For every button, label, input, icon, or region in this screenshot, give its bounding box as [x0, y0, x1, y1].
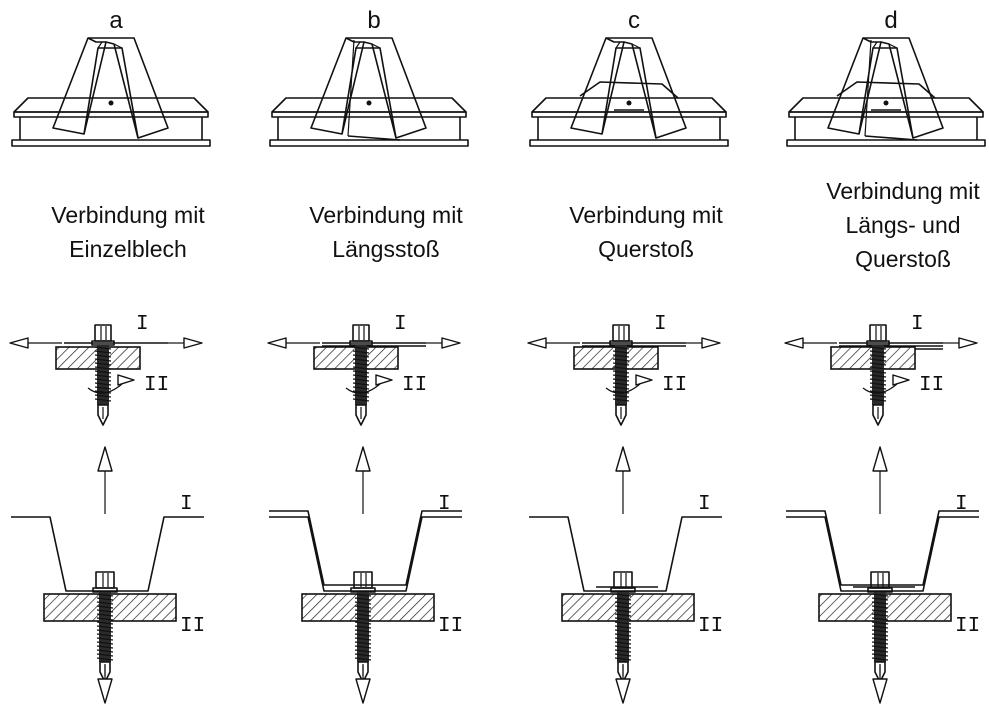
arrow-up-icon: [97, 446, 113, 472]
arrow-right-icon: [958, 337, 978, 349]
arrow-up-icon: [355, 446, 371, 472]
cross-section: III: [529, 446, 723, 704]
label-sheet-small: I: [911, 313, 924, 336]
arrow-up-icon: [872, 446, 888, 472]
caption-line: Einzelblech: [69, 236, 187, 262]
label-support-small: II: [402, 374, 427, 397]
screw-icon: [350, 571, 376, 683]
screw-icon: [610, 571, 636, 683]
arrow-down-icon: [872, 678, 888, 704]
arrow-down-icon: [97, 678, 113, 704]
rotation-arrow-icon: [635, 374, 653, 386]
caption-line: Querstoß: [855, 246, 951, 272]
connection-detail: III: [9, 313, 203, 426]
screw-icon: [92, 571, 118, 683]
connection-detail: III: [527, 313, 721, 426]
caption-line: Längs- und: [845, 212, 960, 238]
label-sheet-small: I: [136, 313, 149, 336]
arrow-down-icon: [615, 678, 631, 704]
fastener-mark-icon: [626, 100, 632, 106]
screw-icon: [866, 324, 890, 426]
screw-icon: [609, 324, 633, 426]
fastener-mark-icon: [108, 100, 114, 106]
label-support: II: [698, 615, 723, 638]
caption-line: Verbindung mit: [309, 202, 463, 228]
caption-line: Längsstoß: [332, 236, 439, 262]
label-sheet: I: [955, 493, 968, 516]
caption-line: Verbindung mit: [51, 202, 205, 228]
profile-sketch: [269, 37, 469, 147]
screw-icon: [349, 324, 373, 426]
screw-icon: [91, 324, 115, 426]
fastener-mark-icon: [366, 100, 372, 106]
caption-line: Verbindung mit: [569, 202, 723, 228]
arrow-left-icon: [784, 337, 804, 349]
arrow-left-icon: [267, 337, 287, 349]
caption-line: Verbindung mit: [826, 178, 980, 204]
label-sheet-small: I: [654, 313, 667, 336]
cross-section: III: [11, 446, 205, 704]
column-letter: d: [884, 7, 897, 34]
label-support: II: [438, 615, 463, 638]
connection-detail: III: [784, 313, 978, 426]
label-support: II: [180, 615, 205, 638]
arrow-left-icon: [9, 337, 29, 349]
connection-detail: III: [267, 313, 461, 426]
arrow-right-icon: [701, 337, 721, 349]
column-letter: c: [628, 7, 640, 34]
label-sheet-small: I: [394, 313, 407, 336]
rotation-arrow-icon: [117, 374, 135, 386]
column-letter: b: [367, 7, 380, 34]
label-sheet: I: [698, 493, 711, 516]
label-sheet: I: [180, 493, 193, 516]
profile-sketch: [786, 37, 986, 147]
label-support-small: II: [662, 374, 687, 397]
arrow-left-icon: [527, 337, 547, 349]
arrow-down-icon: [355, 678, 371, 704]
label-sheet: I: [438, 493, 451, 516]
cross-section: III: [269, 446, 463, 704]
rotation-arrow-icon: [375, 374, 393, 386]
rotation-arrow-icon: [892, 374, 910, 386]
label-support-small: II: [144, 374, 169, 397]
profile-sketch: [529, 37, 729, 147]
label-support: II: [955, 615, 980, 638]
fastener-mark-icon: [883, 100, 889, 106]
caption-line: Querstoß: [598, 236, 694, 262]
label-support-small: II: [919, 374, 944, 397]
arrow-right-icon: [441, 337, 461, 349]
arrow-right-icon: [183, 337, 203, 349]
profile-sketch: [11, 37, 211, 147]
column-letter: a: [109, 7, 123, 34]
arrow-up-icon: [615, 446, 631, 472]
cross-section: III: [786, 446, 980, 704]
